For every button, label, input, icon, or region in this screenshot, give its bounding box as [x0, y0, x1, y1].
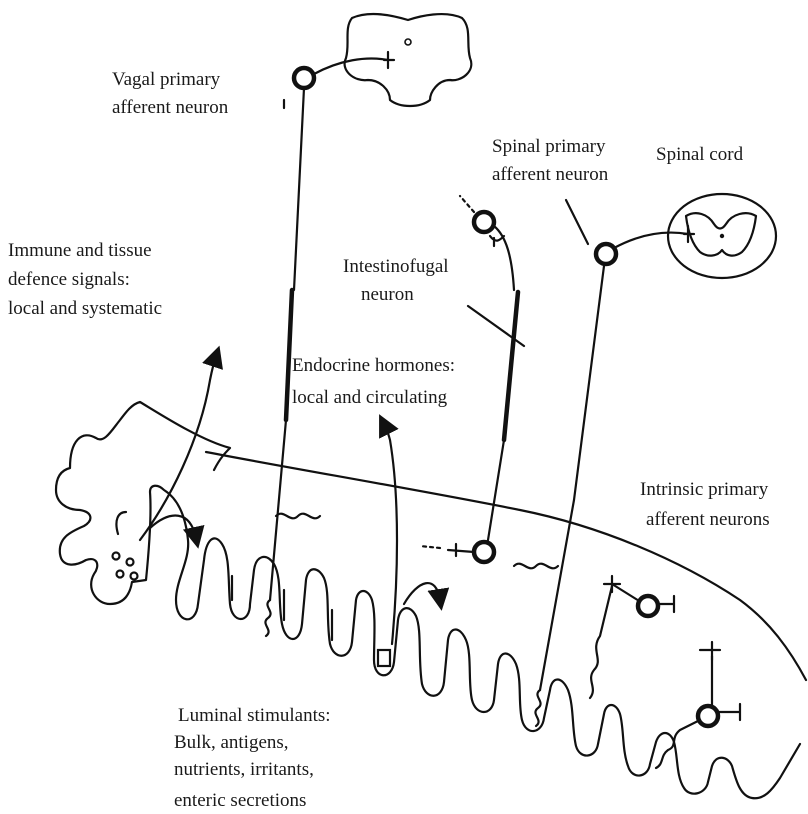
label-line: local and systematic: [8, 294, 162, 323]
nerve-fiber-2: [514, 564, 558, 569]
label-line: defence signals:: [8, 265, 162, 294]
label-line: enteric secretions: [174, 787, 331, 814]
immune-cells: [113, 553, 138, 580]
label-luminal-stimulants: Luminal stimulants: Bulk, antigens, nutr…: [178, 702, 331, 814]
spinal-cord-section: [668, 194, 776, 278]
nerve-fiber-1: [276, 514, 320, 519]
endocrine-local-arrow: [404, 583, 440, 604]
label-line: Intestinofugal: [343, 253, 449, 281]
label-intrinsic-afferent: Intrinsic primary afferent neurons: [640, 475, 770, 535]
label-line: afferent neurons: [640, 505, 770, 535]
label-line: afferent neuron: [112, 94, 228, 122]
label-line: Intrinsic primary: [640, 475, 770, 505]
brainstem-canal: [405, 39, 411, 45]
gut-mucosa-outline: [56, 402, 800, 798]
brainstem-section: [345, 14, 472, 106]
spinal-afferent-leader: [566, 200, 588, 244]
label-line: local and circulating: [292, 382, 455, 414]
label-line: Luminal stimulants:: [178, 702, 331, 729]
immune-local-arrow: [150, 516, 196, 538]
intrinsic-afferent-neuron-1: [590, 576, 674, 698]
label-line: nutrients, irritants,: [174, 756, 331, 783]
label-line: Bulk, antigens,: [174, 729, 331, 756]
label-intestinofugal: Intestinofugal neuron: [343, 253, 449, 309]
label-line: Immune and tissue: [8, 236, 162, 265]
label-line: Endocrine hormones:: [292, 350, 455, 382]
label-spinal-cord: Spinal cord: [656, 141, 743, 169]
label-spinal-afferent: Spinal primary afferent neuron: [492, 133, 608, 189]
label-line: neuron: [343, 281, 449, 309]
endocrine-cell: [378, 650, 390, 666]
label-line: Spinal primary: [492, 133, 608, 161]
label-endocrine: Endocrine hormones: local and circulatin…: [292, 350, 455, 414]
label-line: afferent neuron: [492, 161, 608, 189]
label-line: Vagal primary: [112, 66, 228, 94]
label-immune-signals: Immune and tissue defence signals: local…: [8, 236, 162, 323]
label-vagal-afferent: Vagal primary afferent neuron: [112, 66, 228, 122]
endocrine-signal-arrow: [384, 424, 397, 644]
intrinsic-afferent-neuron-2: [656, 642, 740, 768]
vagal-neuron: [265, 52, 394, 636]
